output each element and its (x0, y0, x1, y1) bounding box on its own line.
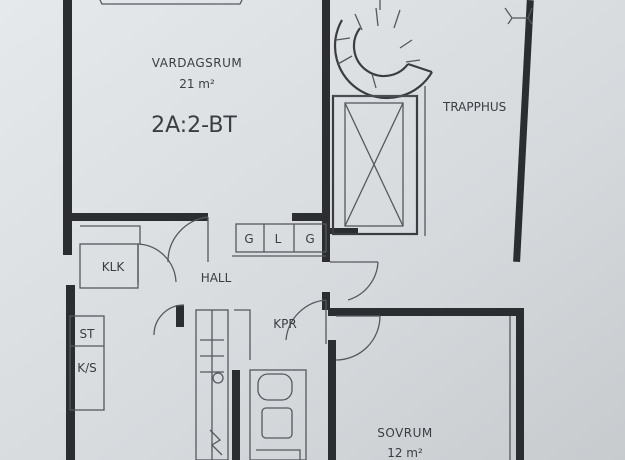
storage-label-st: ST (80, 327, 96, 341)
spiral-stair (333, 0, 433, 100)
room-area-living: 21 m² (179, 77, 215, 91)
closet-label-l: L (275, 232, 282, 246)
wall-living-bottom (72, 213, 208, 221)
room-label-bedroom: SOVRUM (377, 426, 433, 440)
room-area-bedroom: 12 m² (387, 446, 423, 460)
top-window (99, 0, 243, 5)
room-label-hall: HALL (201, 271, 232, 285)
room-label-living: VARDAGSRUM (152, 56, 242, 70)
wall-kitchen-mid (176, 305, 184, 327)
door-bedroom (335, 315, 381, 361)
wall-left-upper (63, 0, 72, 255)
storage-left (69, 315, 105, 411)
kitchen-counter (195, 309, 251, 460)
room-label-kpr: KPR (273, 317, 296, 331)
wall-stairwell-right (513, 0, 534, 263)
bathroom-fixtures (249, 369, 307, 460)
closet-label-g2: G (305, 232, 314, 246)
wall-shaft-bottom (330, 228, 358, 234)
wall-bath-divider (232, 370, 240, 460)
door-bath (285, 299, 327, 344)
wall-living-bottom-right (292, 213, 324, 221)
wall-bedroom-right (516, 308, 524, 460)
closet-klk (79, 225, 141, 289)
elevator-shaft (331, 86, 426, 236)
wardrobe-row (232, 223, 327, 257)
door-stair (330, 261, 379, 301)
room-label-stairwell: TRAPPHUS (442, 100, 506, 114)
wall-bedroom-top (328, 308, 524, 316)
wall-living-right (322, 0, 330, 262)
closet-label-g1: G (244, 232, 253, 246)
storage-label-ks: K/S (77, 361, 97, 375)
chair-icon (504, 7, 533, 25)
door-living (167, 216, 209, 263)
unit-type-label: 2A:2-BT (151, 113, 237, 138)
wall-bedroom-left (328, 340, 336, 460)
room-label-klk: KLK (102, 260, 126, 274)
door-kitchen (153, 304, 185, 336)
